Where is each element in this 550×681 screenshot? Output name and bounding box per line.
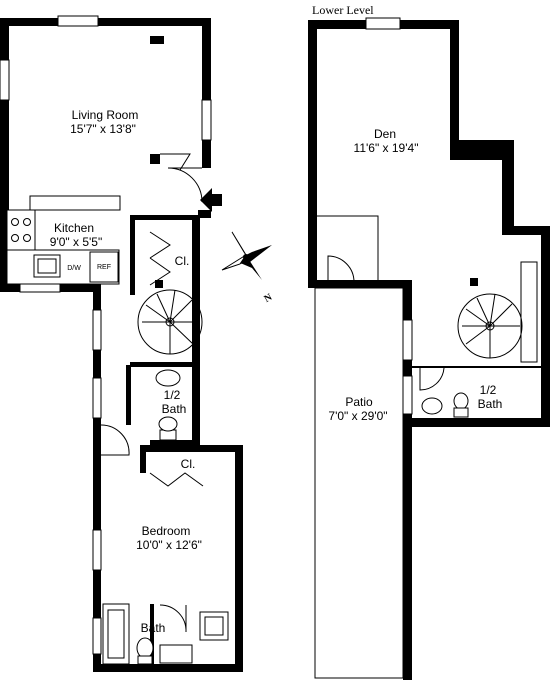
kitchen-fixtures [6,195,121,285]
den-name: Den [374,127,396,141]
upper-windows [0,15,212,655]
dishwasher-label: D/W [67,265,81,272]
bath-fixtures [102,603,229,665]
upper-partitions [126,36,200,664]
lower-half-bath-line2: Bath [478,397,503,411]
bedroom-closet-label: Cl. [181,457,196,471]
lower-level-plan [308,17,550,680]
lower-door [327,255,355,283]
kitchen-dims: 9'0" x 5'5" [50,235,102,249]
compass-rose-icon [221,231,272,280]
lower-spiral-stair [457,293,523,359]
bath-label: Bath [141,621,166,635]
lower-windows [365,17,538,415]
upper-half-bath-line2: Bath [162,402,187,416]
patio-steps [317,215,379,282]
living-room-dims: 15'7" x 13'8" [70,122,136,136]
upper-half-bath-fixtures [155,369,181,441]
bedroom-dims: 10'0" x 12'6" [136,538,202,552]
patio-name: Patio [345,395,373,409]
upper-half-bath-line1: 1/2 [164,388,181,402]
lower-walls [308,20,550,680]
hall-closet-label: Cl. [175,254,190,268]
compass-north-label: N [262,291,274,305]
upper-spiral-stair [137,289,203,355]
kitchen-name: Kitchen [54,221,94,235]
lower-level-label: Lower Level [312,3,374,17]
patio-outline [314,287,404,679]
upper-level-plan [0,15,243,672]
refrigerator-label: REF [97,264,111,271]
den-dims: 11'6" x 19'4" [354,141,419,155]
patio-dims: 7'0" x 29'0" [328,409,387,423]
living-room-name: Living Room [72,108,139,122]
entry-arrow-icon [200,188,222,212]
lower-half-bath-line1: 1/2 [480,383,497,397]
upper-doors [100,153,204,633]
bedroom-name: Bedroom [142,524,191,538]
lower-half-bath-fixtures [412,366,541,418]
